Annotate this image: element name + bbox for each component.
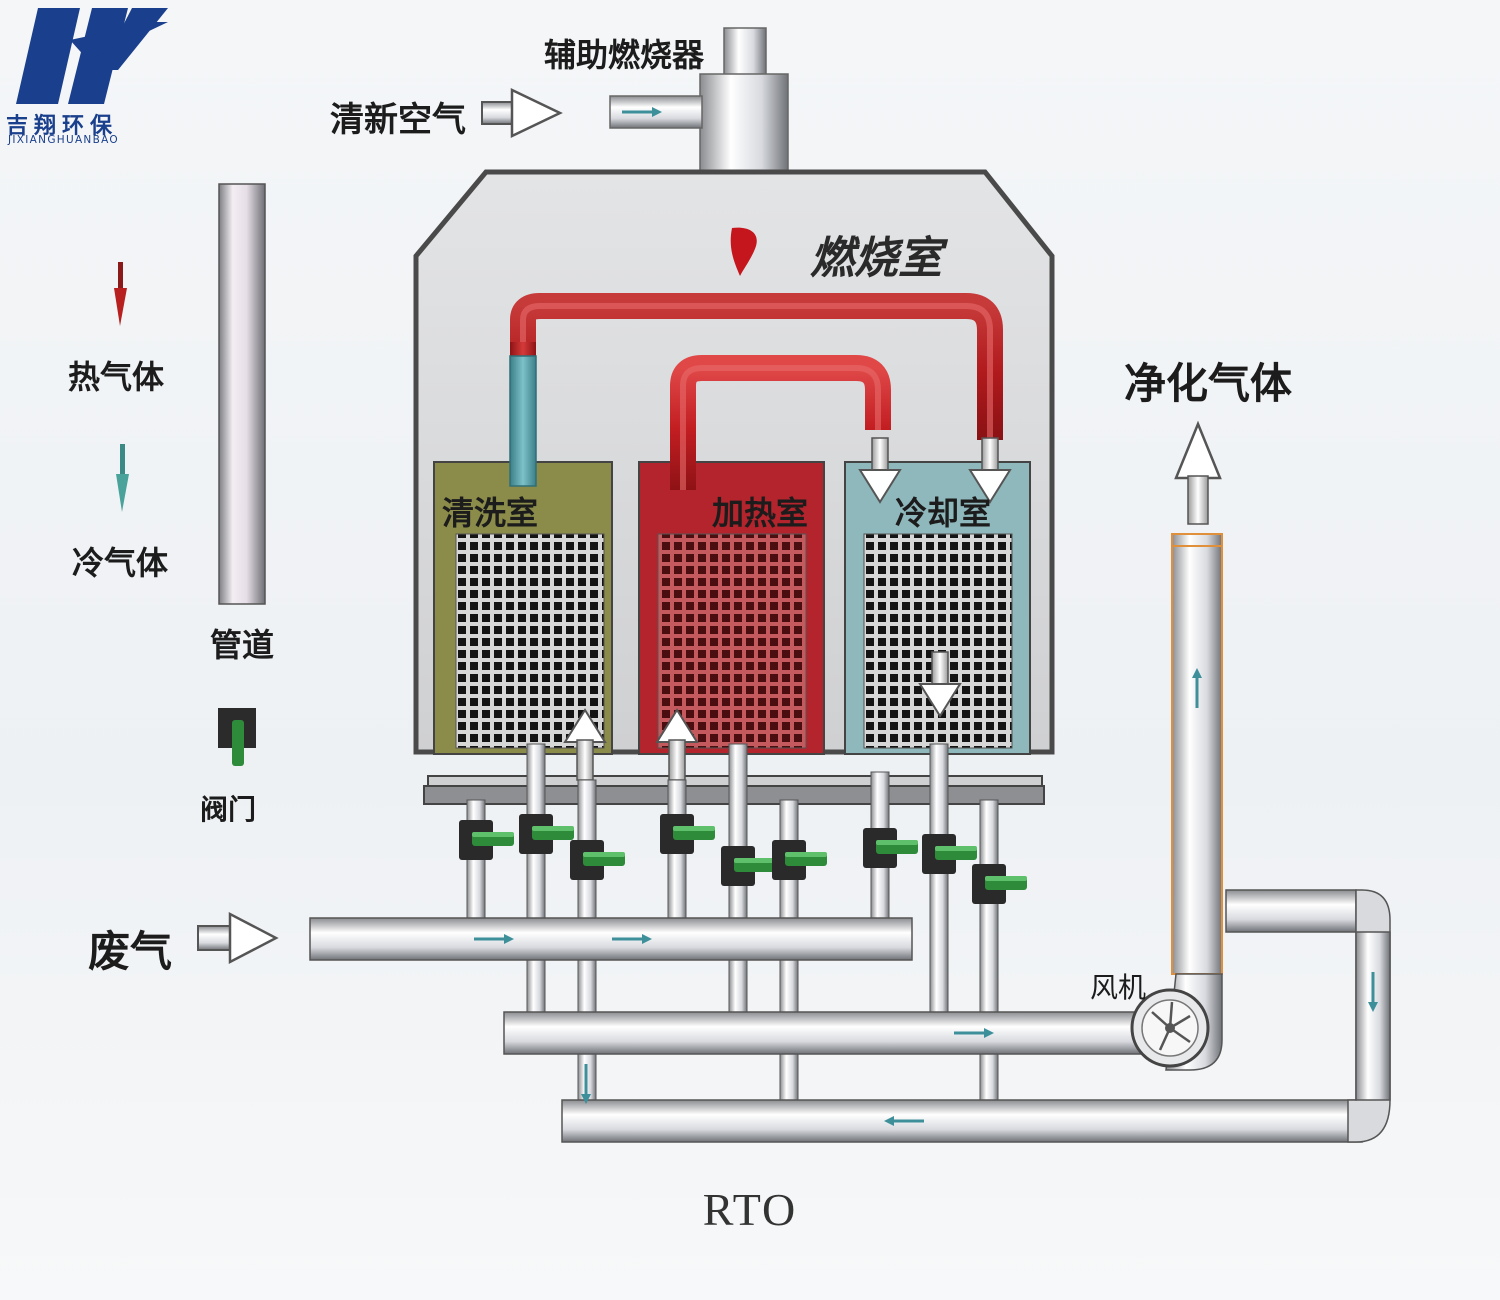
legend-valve-label: 阀门 — [200, 793, 257, 826]
purge-header-pipe — [561, 1099, 1363, 1143]
valve-3 — [570, 840, 625, 880]
valve-1 — [459, 820, 514, 860]
legend-cold-gas-arrow — [116, 444, 129, 512]
waste-gas-arrow — [197, 911, 279, 965]
valve-9 — [972, 864, 1027, 904]
aux-burner-label: 辅助燃烧器 — [544, 36, 705, 74]
valve-5 — [721, 846, 776, 886]
valve-7 — [863, 828, 918, 868]
waste-gas-header-pipe — [309, 917, 913, 961]
brand-logo — [16, 8, 168, 104]
fresh-air-label: 清新空气 — [330, 100, 466, 140]
fan-icon — [1130, 973, 1223, 1071]
cooling-chamber-label: 冷却室 — [895, 494, 992, 532]
exhaust-stack — [1171, 533, 1223, 975]
cooling-regenerator-grid — [863, 533, 1013, 749]
legend-hot-gas-arrow — [114, 262, 127, 326]
diagram-caption: RTO — [702, 1184, 798, 1235]
cleaning-chamber-label: 清洗室 — [442, 494, 539, 532]
hot-gas-pipe-inner — [670, 355, 891, 490]
waste-gas-label: 废气 — [88, 927, 173, 976]
valve-2 — [519, 814, 574, 854]
brand-name-cn: 吉翔环保 — [6, 114, 119, 139]
legend-cold-gas-label: 冷气体 — [72, 544, 169, 582]
brand-name-en: JIXIANGHUANBAO — [8, 134, 119, 146]
purified-gas-arrow — [1174, 420, 1222, 525]
hot-gas-pipe-outer — [510, 293, 1003, 440]
fresh-air-arrow — [481, 88, 563, 138]
combustion-chamber-label: 燃烧室 — [810, 233, 942, 284]
return-pipe — [1225, 889, 1391, 1143]
legend-hot-gas-label: 热气体 — [68, 358, 165, 396]
valve-4 — [660, 814, 715, 854]
cold-gas-pipe — [509, 355, 537, 487]
heating-chamber-label: 加热室 — [712, 494, 809, 532]
valve-8 — [922, 834, 977, 874]
valve-6 — [772, 840, 827, 880]
legend-valve-sample — [218, 708, 256, 766]
purified-gas-label: 净化气体 — [1124, 359, 1293, 408]
legend-pipe-sample — [218, 183, 266, 605]
legend-pipe-label: 管道 — [210, 626, 275, 664]
flame-icon — [730, 227, 757, 276]
clean-gas-header-pipe — [503, 1011, 1155, 1055]
heating-regenerator-grid — [657, 533, 807, 749]
cleaning-regenerator-grid — [455, 533, 605, 749]
fan-label: 风机 — [1090, 971, 1147, 1004]
